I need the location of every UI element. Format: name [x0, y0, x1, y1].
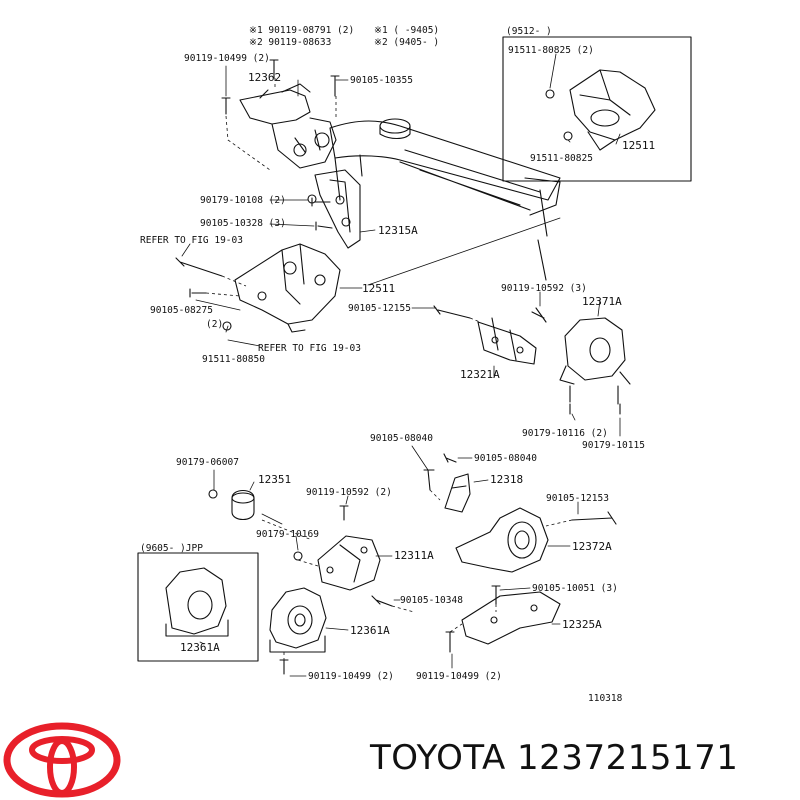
part-label: 90179-10116 (2) — [522, 428, 608, 439]
part-label: 12511 — [362, 282, 396, 295]
part-label: 91511-80850 — [202, 354, 265, 365]
mount-12361A-inset-drawing — [165, 567, 229, 637]
diagram-number-label: 110318 — [588, 693, 623, 704]
part-label: 12362 — [248, 71, 282, 84]
part-label: 91511-80825 — [530, 153, 593, 164]
inset-box-bottom — [137, 552, 259, 662]
part-label: 12315A — [378, 224, 418, 237]
part-label: 91511-80825 (2) — [508, 45, 594, 56]
part-label: 90105-12155 — [348, 303, 411, 314]
part-label: 90105-10355 — [350, 75, 413, 86]
part-label: 90105-10328 (3) — [200, 218, 286, 229]
mount-12372A-drawing — [455, 507, 549, 573]
part-label: 12511 — [622, 139, 656, 152]
part-label: 90179-06007 — [176, 457, 239, 468]
part-label: (2) — [206, 319, 224, 330]
part-label: REFER TO FIG 19-03 — [140, 235, 243, 246]
washer-glyphs — [208, 194, 317, 561]
legend-1-label: ※1 ( -9405) — [374, 25, 440, 36]
part-label: 90105-12153 — [546, 493, 609, 504]
bracket-12511-left-drawing — [234, 243, 341, 333]
bracket-12362-drawing — [239, 83, 337, 169]
brand-name: TOYOTA — [370, 738, 506, 778]
dashed-guide-lines — [205, 78, 573, 660]
toyota-emblem-icon — [3, 722, 121, 798]
legend-2-label: ※2 (9405- ) — [374, 37, 440, 48]
part-label: 90105-08040 — [370, 433, 433, 444]
part-label: 90119-10499 (2) — [416, 671, 502, 682]
part-label: 12311A — [394, 549, 434, 562]
bracket-12311A-drawing — [317, 535, 381, 591]
part-label: 90179-10169 — [256, 529, 319, 540]
bracket-12321A-drawing — [477, 317, 537, 365]
part-label: 90105-08275 — [150, 305, 213, 316]
part-label: 90179-10108 (2) — [200, 195, 286, 206]
part-label: 90119-10592 (2) — [306, 487, 392, 498]
bracket-12315A-drawing — [314, 169, 361, 249]
brand-caption: TOYOTA 1237215171 — [370, 738, 738, 778]
part-label: REFER TO FIG 19-03 — [258, 343, 361, 354]
part-label: 12361A — [350, 624, 390, 637]
engine-crossmember-drawing — [329, 118, 561, 281]
part-label: 12321A — [460, 368, 500, 381]
inset-box-top — [502, 36, 692, 182]
mount-12361A-drawing — [269, 587, 327, 653]
part-label: 90179-10115 — [582, 440, 645, 451]
part-number: 1237215171 — [517, 738, 739, 778]
part-label: 12361A — [180, 641, 220, 654]
part-label: 90105-08040 — [474, 453, 537, 464]
leader-lines — [181, 53, 621, 677]
part-label: 90119-10499 (2) — [184, 53, 270, 64]
part-label: 90119-10592 (3) — [501, 283, 587, 294]
inset-top-range-label: (9512- ) — [506, 26, 552, 37]
bushing-12351-drawing — [231, 489, 255, 521]
note-1-label: ※1 90119-08791 (2) — [249, 25, 355, 36]
part-label: 12318 — [490, 473, 524, 486]
note-2-label: ※2 90119-08633 — [249, 37, 332, 48]
part-label: 90105-10348 — [400, 595, 463, 606]
bracket-12325A-drawing — [461, 591, 561, 645]
part-label: 90105-10051 (3) — [532, 583, 618, 594]
part-label: 90119-10499 (2) — [308, 671, 394, 682]
part-label: 12351 — [258, 473, 292, 486]
part-label: 12372A — [572, 540, 612, 553]
bracket-12318-drawing — [444, 473, 471, 513]
mount-12371A-drawing — [559, 317, 631, 405]
part-label: 12371A — [582, 295, 622, 308]
mount-12511-inset-drawing — [545, 69, 656, 151]
part-label: 12325A — [562, 618, 602, 631]
inset-bottom-range-label: (9605- )JPP — [140, 543, 203, 554]
bolt-glyphs — [175, 59, 621, 675]
